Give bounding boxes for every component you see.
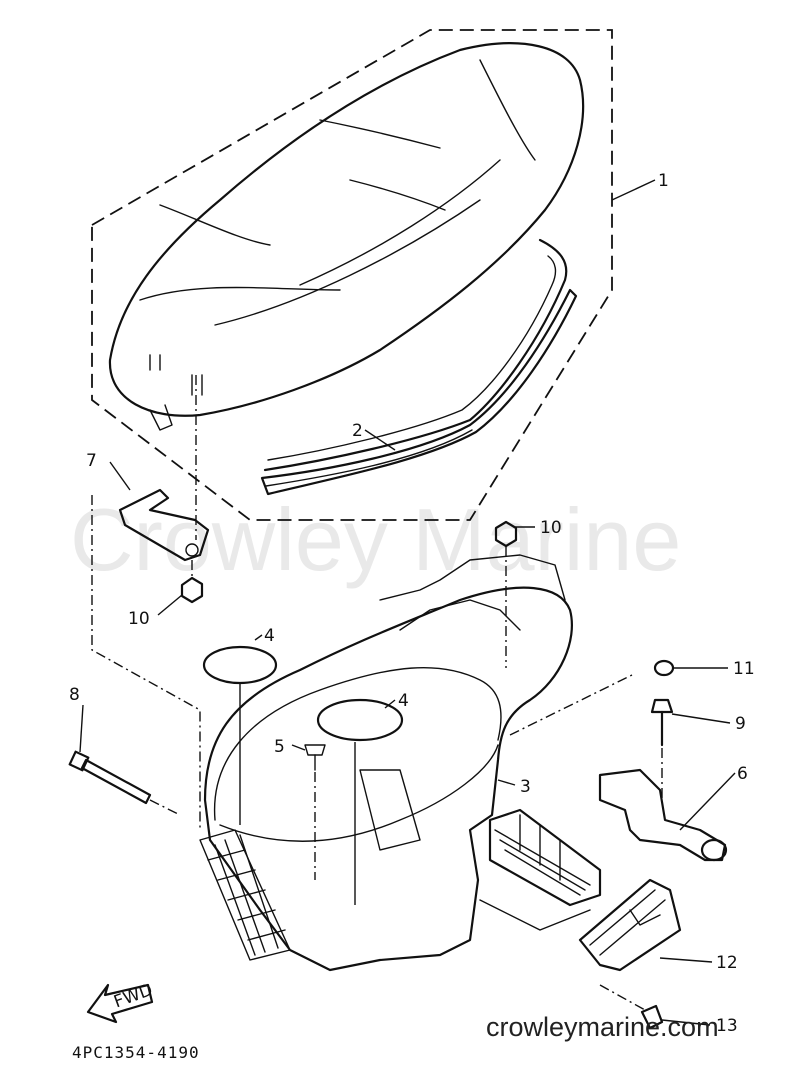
seat-lock bbox=[598, 768, 728, 862]
part-code: 4PC1354-4190 bbox=[72, 1043, 200, 1062]
seat bbox=[108, 42, 585, 472]
callout-11: 11 bbox=[733, 659, 755, 679]
footer-url: crowleymarine.com bbox=[486, 1012, 719, 1042]
callout-4-left: 4 bbox=[264, 626, 275, 646]
seat-assembly-boundary bbox=[91, 29, 613, 521]
callout-3: 3 bbox=[520, 777, 531, 797]
callout-10-right: 10 bbox=[540, 518, 562, 538]
callout-8: 8 bbox=[69, 685, 80, 705]
callout-7: 7 bbox=[86, 451, 97, 471]
guide-line-right bbox=[509, 674, 633, 736]
nut-right bbox=[494, 520, 518, 668]
long-bolt bbox=[68, 750, 181, 816]
callout-6: 6 bbox=[737, 764, 748, 784]
label-oval-right bbox=[316, 698, 404, 742]
cover-plate bbox=[578, 878, 682, 972]
callout-12: 12 bbox=[716, 953, 738, 973]
callout-13: 13 bbox=[716, 1016, 738, 1036]
fwd-arrow-icon: FWD bbox=[86, 980, 155, 1024]
bolt-9 bbox=[650, 698, 674, 800]
callout-1: 1 bbox=[658, 171, 669, 191]
callout-4-right: 4 bbox=[398, 691, 409, 711]
callout-10-left: 10 bbox=[128, 609, 150, 629]
washer bbox=[653, 659, 675, 677]
label-oval-left bbox=[202, 645, 278, 685]
trim-strip bbox=[260, 288, 578, 496]
storage-box bbox=[199, 554, 602, 972]
nut-left bbox=[180, 560, 204, 604]
callout-2: 2 bbox=[352, 421, 363, 441]
callout-9: 9 bbox=[735, 714, 746, 734]
hinge-bracket bbox=[118, 375, 210, 562]
screw-13 bbox=[599, 984, 664, 1030]
watermark-text: Crowley Marine bbox=[70, 490, 681, 589]
callout-5: 5 bbox=[274, 737, 285, 757]
